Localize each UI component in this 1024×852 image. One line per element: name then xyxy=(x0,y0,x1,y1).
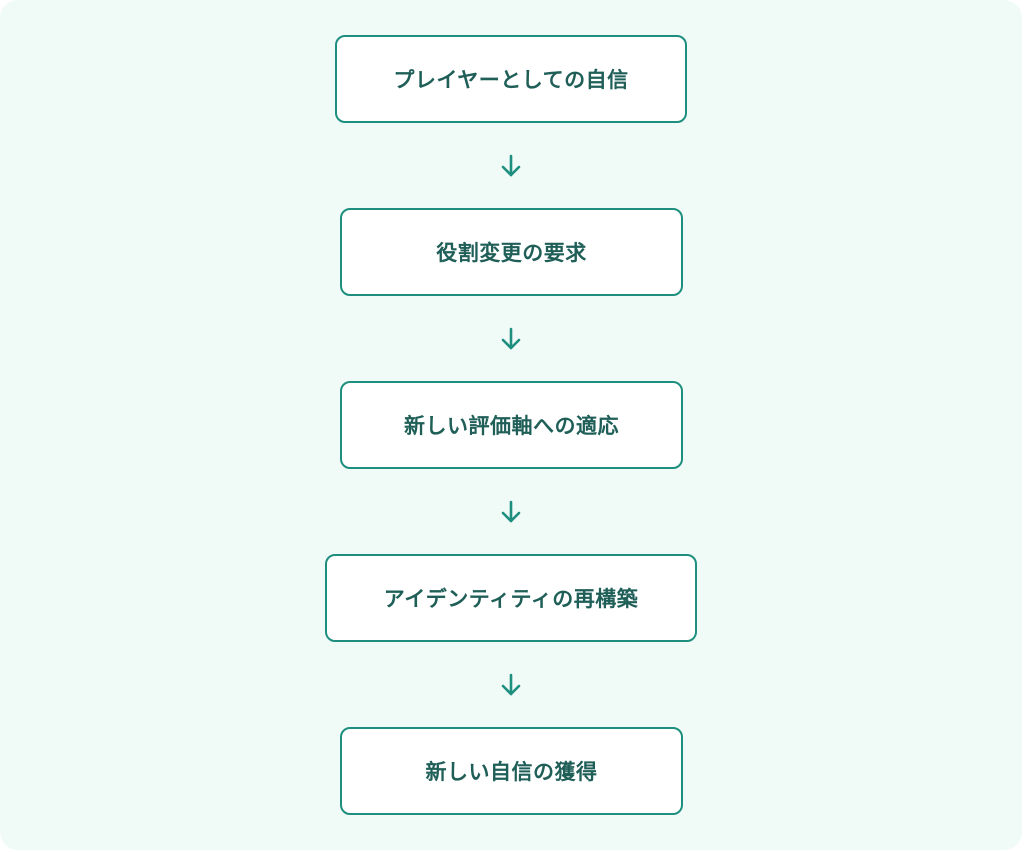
flow-step-label: 役割変更の要求 xyxy=(436,241,587,265)
flow-step-label: アイデンティティの再構築 xyxy=(383,587,639,611)
arrow-down-icon xyxy=(499,326,523,352)
flow-step-player-confidence: プレイヤーとしての自信 xyxy=(335,35,687,123)
flow-step-new-evaluation: 新しい評価軸への適応 xyxy=(340,381,683,469)
arrow-down-icon xyxy=(499,672,523,698)
arrow-down-icon xyxy=(499,499,523,525)
flow-step-identity-rebuild: アイデンティティの再構築 xyxy=(325,554,697,642)
flow-step-label: 新しい評価軸への適応 xyxy=(404,414,619,438)
arrow-down-icon xyxy=(499,153,523,179)
flow-step-label: 新しい自信の獲得 xyxy=(425,760,598,784)
flow-step-label: プレイヤーとしての自信 xyxy=(393,68,629,92)
flow-step-role-change: 役割変更の要求 xyxy=(340,208,683,296)
flow-step-new-confidence: 新しい自信の獲得 xyxy=(340,727,683,815)
